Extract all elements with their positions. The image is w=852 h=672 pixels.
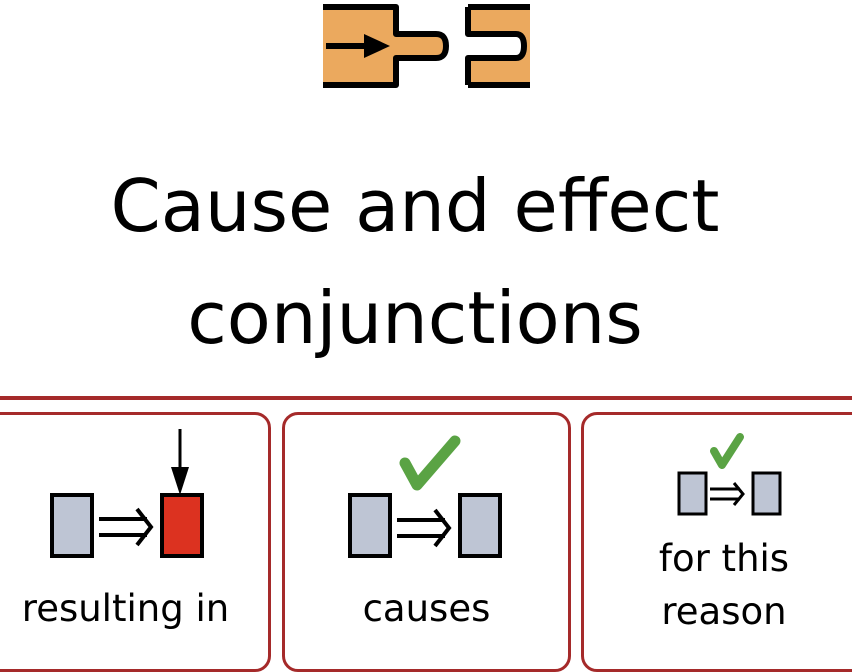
card-resulting-in[interactable]: resulting in — [0, 412, 271, 672]
cause-check-icon — [348, 435, 502, 558]
card-for-this-reason[interactable]: for this reason — [581, 412, 852, 672]
divider — [0, 396, 852, 400]
page-title-line2: conjunctions — [187, 276, 643, 360]
card-label: resulting in — [21, 587, 230, 630]
result-arrow-icon — [50, 429, 204, 558]
card-label-line2: reason — [661, 590, 787, 633]
card-label-line1: for this — [658, 537, 790, 580]
cause-effect-connector-icon — [323, 4, 530, 88]
card-causes[interactable]: causes — [282, 412, 571, 672]
card-label: causes — [362, 587, 491, 630]
reason-check-icon — [677, 433, 782, 516]
page-title-line1: Cause and effect — [110, 164, 720, 248]
